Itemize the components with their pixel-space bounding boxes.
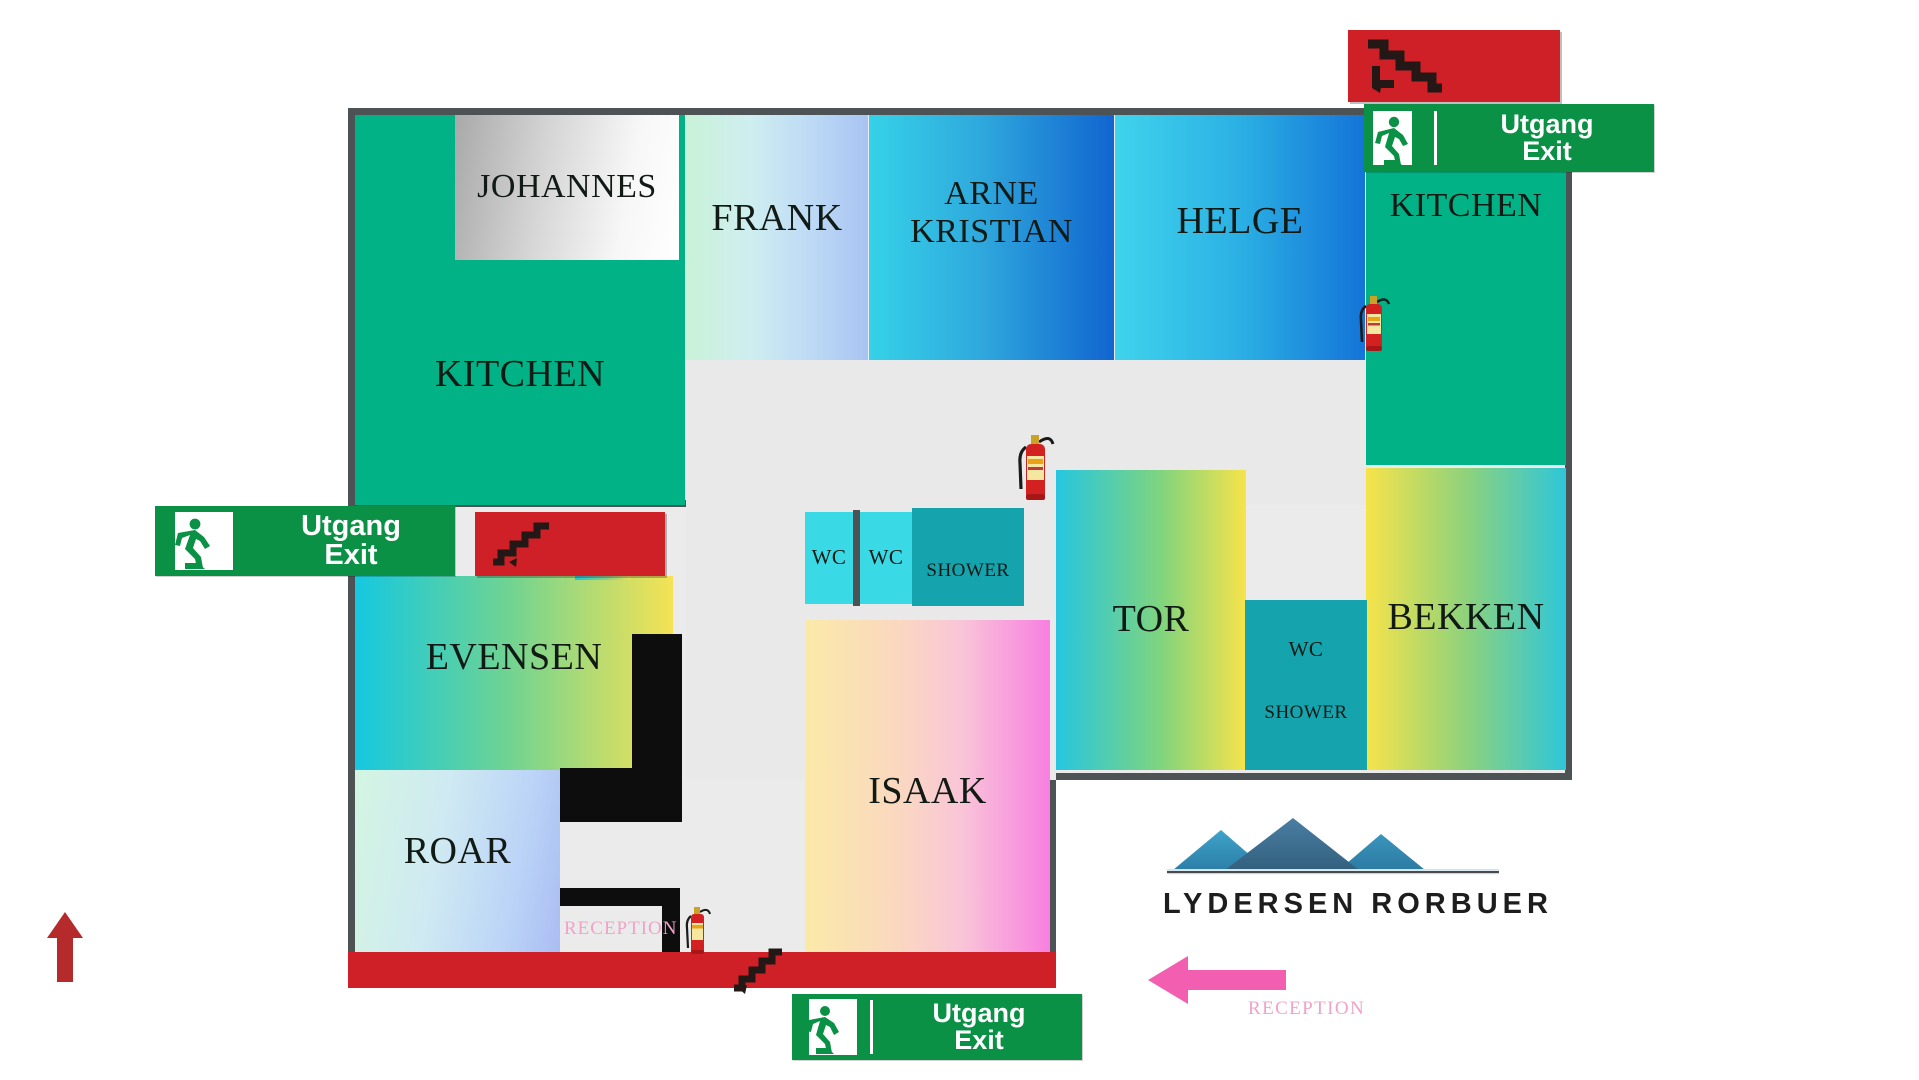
exit-line-exit: Exit	[1522, 136, 1572, 166]
room-tor[interactable]: TOR	[1056, 470, 1246, 770]
wc-divider-wall	[853, 510, 860, 606]
room-johannes[interactable]: JOHANNES	[455, 115, 679, 260]
exit-line-utgang: Utgang	[932, 998, 1026, 1028]
reception-arrow	[1140, 950, 1290, 1010]
running-man-icon	[155, 506, 247, 576]
room-wc-right[interactable]: WC	[860, 512, 912, 604]
room-isaak[interactable]: ISAAK	[805, 620, 1050, 960]
fire-extinguisher-icon[interactable]	[682, 902, 712, 960]
room-label-johannes: JOHANNES	[477, 168, 657, 206]
exit-sign-bottom[interactable]: Utgang Exit	[792, 994, 1082, 1060]
room-label-kristian: KRISTIAN	[910, 213, 1073, 251]
exit-divider	[868, 994, 876, 1060]
room-label-shower-central: SHOWER	[926, 560, 1010, 581]
reception-arrow-label: RECEPTION	[1248, 998, 1366, 1019]
room-label-wc-left: WC	[811, 545, 847, 570]
room-label-kitchen-left: KITCHEN	[434, 353, 606, 395]
room-arne-kristian[interactable]: ARNE KRISTIAN	[869, 115, 1114, 360]
exit-sign-top-right[interactable]: Utgang Exit	[1364, 104, 1654, 172]
room-frank[interactable]: FRANK	[686, 115, 868, 360]
north-arrow	[42, 908, 88, 986]
room-wc-left[interactable]: WC	[805, 512, 853, 604]
room-evensen[interactable]: EVENSEN	[355, 576, 673, 770]
room-label-wc-right: WC	[868, 545, 904, 570]
stairs-marker-left[interactable]	[475, 512, 665, 576]
exit-line-exit: Exit	[954, 1025, 1004, 1055]
room-label-shower-tor: SHOWER	[1264, 702, 1348, 723]
room-label-frank: FRANK	[711, 197, 843, 239]
exit-divider	[1432, 104, 1440, 172]
exit-sign-text: Utgang Exit	[247, 506, 455, 576]
arrow-left-icon	[1148, 956, 1286, 1004]
stairs-band-bottom	[348, 952, 1056, 988]
exit-sign-text: Utgang Exit	[1440, 104, 1654, 172]
fire-extinguisher-icon[interactable]	[1014, 428, 1056, 506]
room-label-tor: TOR	[1112, 598, 1190, 640]
room-label-bekken: BEKKEN	[1387, 596, 1545, 638]
running-man-icon	[1364, 104, 1432, 172]
stairs-marker-top-right[interactable]	[1348, 30, 1560, 102]
room-label-isaak: ISAAK	[868, 770, 987, 812]
room-shower-central[interactable]: SHOWER	[912, 508, 1024, 606]
mountains-icon	[1167, 818, 1499, 876]
interior-wall-block-1	[632, 634, 682, 776]
arrow-up-icon	[47, 912, 83, 982]
room-label-kitchen-right: KITCHEN	[1389, 187, 1543, 224]
fire-extinguisher-icon[interactable]	[1355, 290, 1393, 356]
room-label-reception: RECEPTION	[564, 918, 678, 939]
room-label-evensen: EVENSEN	[425, 636, 603, 678]
room-label-wc-tor: WC	[1288, 637, 1324, 661]
exit-line-utgang: Utgang	[1500, 109, 1594, 139]
reception-wall-side	[662, 888, 680, 964]
interior-wall-block-2	[560, 768, 682, 822]
exit-line-utgang: Utgang	[301, 510, 401, 542]
brand-logo: LYDERSEN RORBUER	[1163, 812, 1553, 921]
reception-wall-top	[560, 888, 680, 906]
brand-logo-text: LYDERSEN RORBUER	[1163, 888, 1553, 920]
room-helge[interactable]: HELGE	[1115, 115, 1365, 360]
room-roar[interactable]: ROAR	[355, 770, 560, 960]
exit-sign-left[interactable]: Utgang Exit	[155, 506, 455, 576]
room-bekken[interactable]: BEKKEN	[1366, 468, 1566, 770]
exit-line-exit: Exit	[324, 539, 378, 571]
room-label-helge: HELGE	[1176, 200, 1304, 242]
running-man-icon	[792, 994, 868, 1060]
room-label-roar: ROAR	[403, 830, 512, 872]
exit-sign-text: Utgang Exit	[876, 994, 1082, 1060]
room-label-arne: ARNE	[944, 175, 1039, 212]
room-wc-shower-tor[interactable]: WC SHOWER	[1245, 600, 1367, 770]
